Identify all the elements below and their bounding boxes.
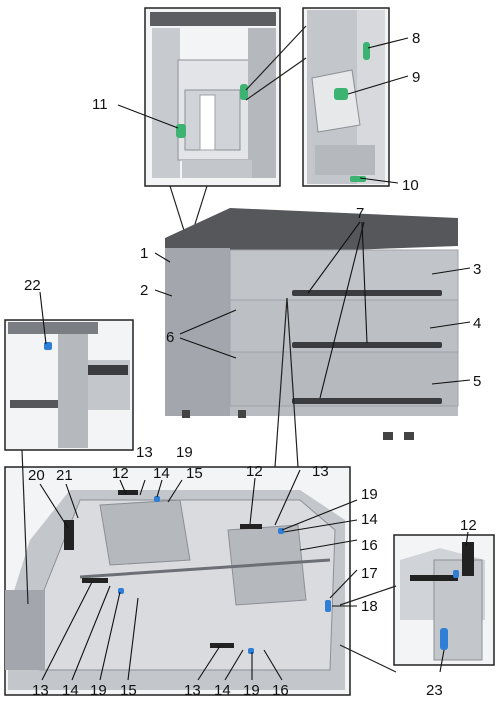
callout-13: 13	[184, 682, 201, 699]
callout-12: 12	[460, 517, 477, 534]
callout-18: 18	[361, 598, 378, 615]
callout-19: 19	[176, 444, 193, 461]
blue-knob-icon	[278, 528, 284, 534]
green-lever-icon	[240, 84, 248, 100]
callout-19: 19	[361, 486, 378, 503]
main-machine	[165, 208, 459, 440]
callout-14: 14	[62, 682, 79, 699]
callout-21: 21	[56, 467, 73, 484]
callout-22: 22	[24, 277, 41, 294]
callout-13: 13	[312, 463, 329, 480]
callout-19: 19	[243, 682, 260, 699]
callout-8: 8	[412, 30, 420, 47]
blue-knob-icon	[440, 628, 448, 650]
callout-20: 20	[28, 467, 45, 484]
callout-7: 7	[356, 205, 364, 222]
callout-12: 12	[112, 465, 129, 482]
green-lever-icon	[334, 88, 348, 100]
callout-6: 6	[166, 329, 174, 346]
callout-2: 2	[140, 282, 148, 299]
callout-12: 12	[246, 463, 263, 480]
callout-10: 10	[402, 177, 419, 194]
inset-bottom-right	[393, 534, 495, 666]
callout-3: 3	[473, 261, 481, 278]
inset-top-right	[302, 7, 390, 187]
callout-16: 16	[272, 682, 289, 699]
green-lever-icon	[363, 42, 370, 60]
callout-5: 5	[473, 373, 481, 390]
blue-knob-icon	[325, 600, 331, 612]
callout-15: 15	[120, 682, 137, 699]
inset-left	[4, 319, 134, 451]
green-lever-icon	[176, 124, 186, 138]
callout-9: 9	[412, 69, 420, 86]
callout-16: 16	[361, 537, 378, 554]
callout-1: 1	[140, 245, 148, 262]
blue-knob-icon	[118, 588, 124, 594]
blue-knob-icon	[44, 342, 52, 350]
tray-open-view	[4, 466, 351, 696]
callout-14: 14	[361, 511, 378, 528]
callout-13: 13	[32, 682, 49, 699]
callout-23: 23	[426, 682, 443, 699]
green-lever-icon	[350, 176, 366, 182]
callout-17: 17	[361, 565, 378, 582]
blue-knob-icon	[248, 648, 254, 654]
tray-connectors	[21, 297, 397, 673]
blue-knob-icon	[154, 496, 160, 502]
inset-top-left	[144, 7, 281, 187]
blue-knob-icon	[453, 570, 459, 578]
callout-19: 19	[90, 682, 107, 699]
callout-14: 14	[153, 465, 170, 482]
leader-lines	[39, 37, 471, 681]
callout-labels: 1 2 3 4 5 6 7 8 9 10 11 22 20 21 12 13 1…	[24, 30, 481, 699]
callout-4: 4	[473, 315, 481, 332]
callout-14: 14	[214, 682, 231, 699]
callout-15: 15	[186, 465, 203, 482]
callout-11: 11	[92, 96, 108, 113]
callout-13: 13	[136, 444, 153, 461]
